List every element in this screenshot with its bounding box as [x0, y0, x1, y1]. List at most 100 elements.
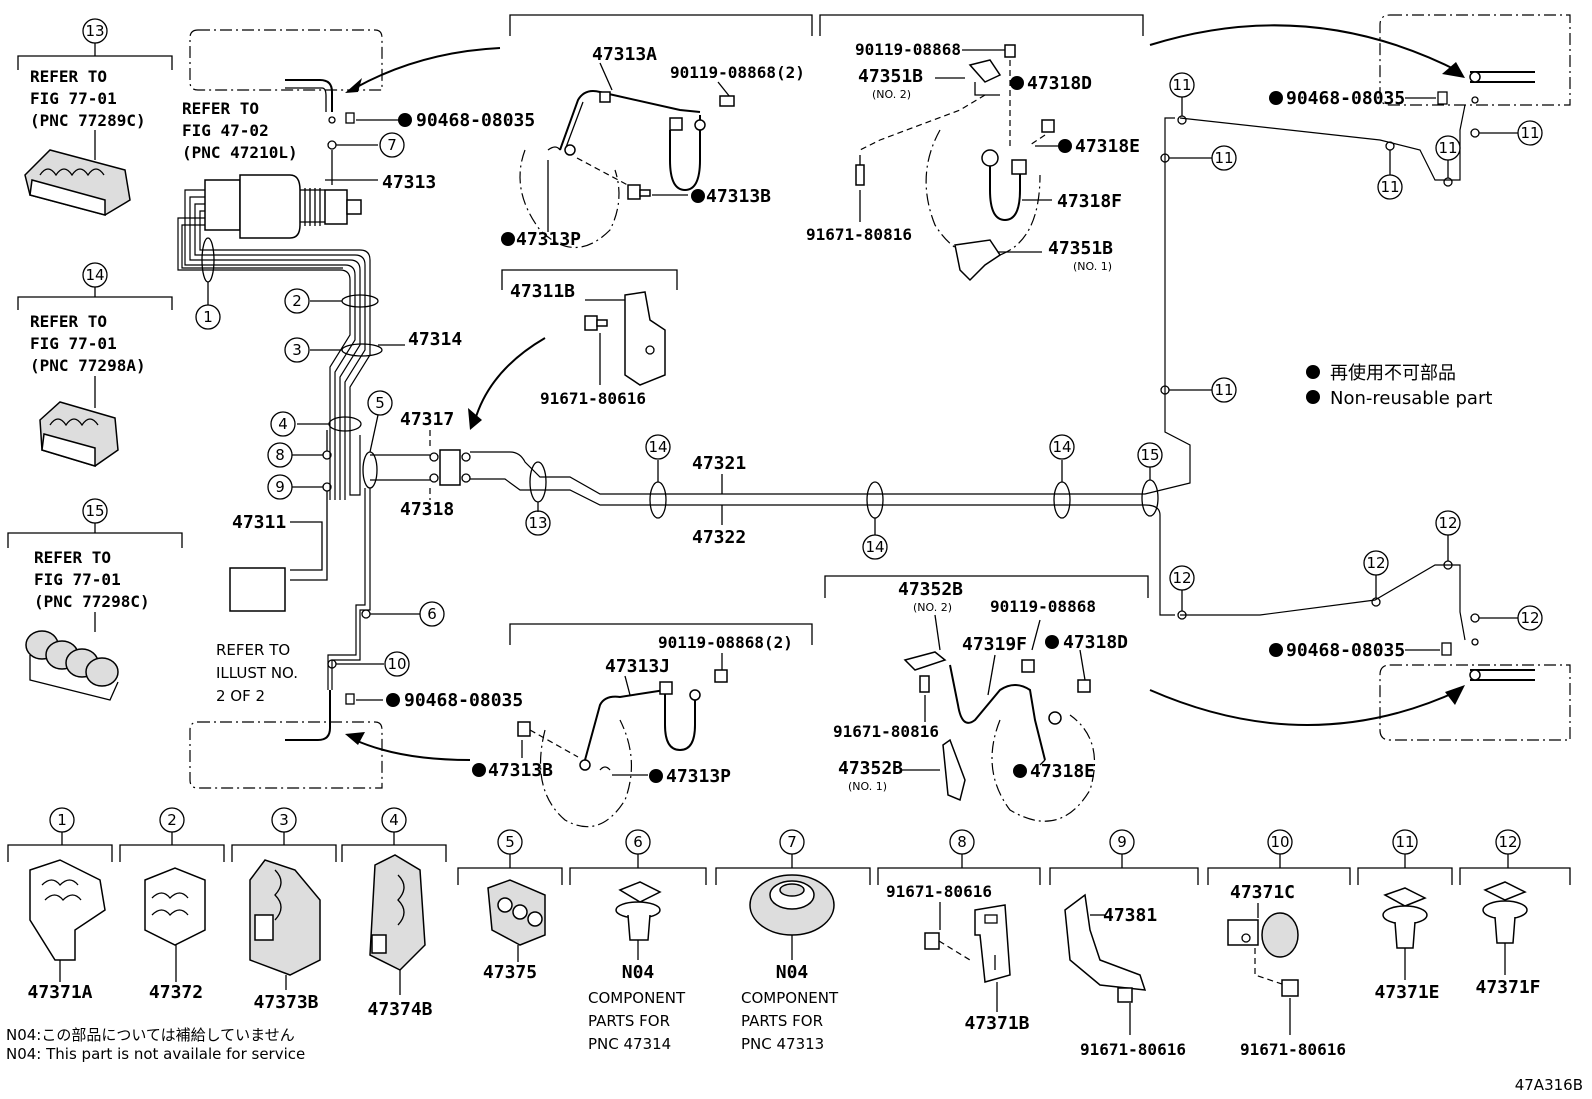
wheel-area-rear-left	[189, 721, 383, 789]
callout-15-ref: 15	[85, 502, 104, 520]
legend-en: Non-reusable part	[1330, 388, 1492, 409]
ref-13-line1: REFER TO	[30, 67, 107, 86]
part-47371C: 47371C	[1230, 882, 1295, 903]
callout-11-c: 11	[1214, 381, 1233, 399]
brake-actuator-icon	[204, 174, 362, 239]
clip-n04-a-icon	[615, 881, 662, 941]
ref-15-line2: FIG 77-01	[34, 570, 121, 589]
n04-b-line1: COMPONENT	[741, 989, 839, 1007]
pipe-end-front-left	[285, 79, 333, 112]
wheel-area-rear-right	[1379, 664, 1571, 741]
arrow-front-left	[354, 47, 501, 89]
callout-1: 1	[203, 308, 213, 326]
callout-9-diagram: 9	[275, 478, 285, 496]
ref-13-line3: (PNC 77289C)	[30, 111, 146, 130]
clamp-47371c-icon	[1227, 912, 1299, 997]
callout-14-diagram-c: 14	[1052, 438, 1071, 456]
part-47371E: 47371E	[1374, 982, 1439, 1003]
part-47371F: 47371F	[1475, 977, 1540, 998]
bracket-47352b-no1-icon	[942, 738, 966, 802]
bracket-47351b-no2-icon	[968, 59, 1002, 96]
label-47318E-bottom: 47318E	[1030, 761, 1095, 782]
label-47313B-bottom: 47313B	[488, 760, 553, 781]
arrow-47311b	[474, 337, 546, 421]
label-47322: 47322	[692, 527, 746, 548]
n04-a-line1: COMPONENT	[588, 989, 686, 1007]
pipe-union-icon	[429, 449, 471, 486]
label-90119-08868-top-right: 90119-08868	[855, 40, 961, 59]
callout-11-b: 11	[1214, 149, 1233, 167]
arrow-rear-left	[354, 739, 471, 761]
wheel-area-front-left	[189, 29, 383, 91]
n04-b-line3: PNC 47313	[741, 1035, 824, 1053]
fig47-line3: (PNC 47210L)	[182, 143, 298, 162]
callout-14-ref: 14	[85, 266, 104, 284]
label-90119-08868-2-top: 90119-08868(2)	[670, 63, 805, 82]
bottom-parts-row: 1 47371A 2 47372 3 47373B	[7, 807, 1571, 1059]
clip-77289c-icon	[24, 149, 131, 216]
flex-hose-front-icon	[559, 90, 706, 192]
n04-a-line2: PARTS FOR	[588, 1012, 670, 1030]
label-90468-08035-c: 90468-08035	[1286, 88, 1405, 109]
label-47352B-no1-sub: (NO. 1)	[848, 780, 887, 793]
label-90468-08035-d: 90468-08035	[1286, 640, 1405, 661]
callout-11-d: 11	[1380, 178, 1399, 196]
callout-3: 3	[292, 341, 302, 359]
label-47317: 47317	[400, 409, 454, 430]
callout-7-top: 7	[387, 136, 397, 154]
ref-15-group: 15 REFER TO FIG 77-01 (PNC 77298C)	[7, 498, 183, 701]
ref-15-line3: (PNC 77298C)	[34, 592, 150, 611]
label-47319F: 47319F	[962, 634, 1027, 655]
clip-77298c-icon	[25, 630, 119, 701]
bolt-47313b-icon	[627, 184, 651, 200]
label-47318D-bottom: 47318D	[1063, 632, 1128, 653]
bracket-47351b-no1-icon	[954, 239, 1002, 282]
label-47313J: 47313J	[605, 656, 670, 677]
label-47351B-no1: 47351B	[1048, 238, 1113, 259]
callout-11-f: 11	[1520, 124, 1539, 142]
part-n04-b: N04	[776, 962, 809, 983]
hose-47319f-icon	[903, 651, 1091, 761]
part-47373B: 47373B	[253, 992, 318, 1013]
callout-13-diagram: 13	[528, 514, 547, 532]
label-90119-08868-bottom: 90119-08868	[990, 597, 1096, 616]
note-n04-jp: N04:この部品については補給していません	[6, 1026, 295, 1044]
part-47381: 47381	[1103, 905, 1157, 926]
label-47313A: 47313A	[592, 44, 657, 65]
bottom-callout-6: 6	[633, 833, 643, 851]
label-90468-08035-b: 90468-08035	[404, 690, 523, 711]
clip-47375-icon	[487, 879, 546, 946]
arrow-rear-right	[1149, 689, 1461, 726]
part-47375: 47375	[483, 962, 537, 983]
bottom-callout-9: 9	[1117, 833, 1127, 851]
callout-12-b: 12	[1366, 554, 1385, 572]
bottom-91671-80616-c: 91671-80616	[1240, 1040, 1346, 1059]
label-47311B: 47311B	[510, 281, 575, 302]
part-n04-a: N04	[622, 962, 655, 983]
clip-47371f-icon	[1482, 881, 1528, 944]
callout-14-diagram-a: 14	[648, 438, 667, 456]
ref-13-group: 13 REFER TO FIG 77-01 (PNC 77289C)	[17, 18, 173, 216]
label-47351B-no1-sub: (NO. 1)	[1073, 260, 1112, 273]
callout-5: 5	[375, 394, 385, 412]
wheel-area-front-right	[1379, 14, 1571, 106]
grommet-n04-b-icon	[749, 874, 835, 936]
label-47318E-top: 47318E	[1075, 136, 1140, 157]
label-91671-80616-47311B: 91671-80616	[540, 389, 646, 408]
bottom-callout-8: 8	[957, 833, 967, 851]
label-47351B-no2-sub: (NO. 2)	[872, 88, 911, 101]
main-brake-pipes	[470, 104, 1466, 641]
bracket-47381-icon	[1064, 893, 1147, 1003]
legend-jp: 再使用不可部品	[1330, 363, 1456, 384]
callout-12-a: 12	[1172, 569, 1191, 587]
callout-8-diagram: 8	[275, 446, 285, 464]
bottom-callout-10: 10	[1270, 833, 1289, 851]
label-47313P-bottom: 47313P	[666, 766, 731, 787]
label-47351B-no2: 47351B	[858, 66, 923, 87]
illust-reference-box	[229, 567, 286, 612]
label-47321: 47321	[692, 453, 746, 474]
callout-11-e: 11	[1438, 139, 1457, 157]
label-47352B-no2-sub: (NO. 2)	[913, 601, 952, 614]
flex-hose-rear-left-icon	[579, 669, 728, 771]
